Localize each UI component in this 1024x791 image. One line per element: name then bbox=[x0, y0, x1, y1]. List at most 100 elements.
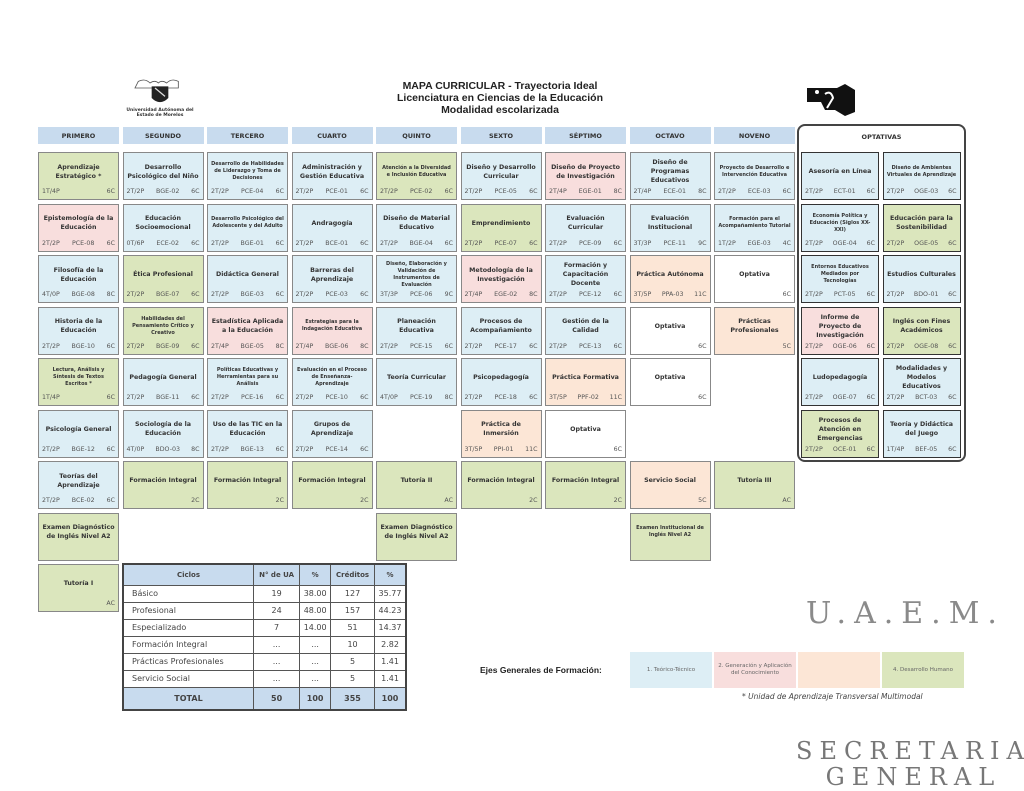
course-card[interactable]: Proyecto de Desarrollo e Intervención Ed… bbox=[714, 152, 795, 200]
course-card[interactable]: Examen Diagnóstico de Inglés Nivel A2 bbox=[376, 512, 457, 561]
course-name: Formación Integral bbox=[129, 477, 197, 484]
course-card[interactable]: Políticas Educativas y Herramientas para… bbox=[207, 358, 288, 406]
course-name: Examen Diagnóstico de Inglés Nivel A2 bbox=[42, 524, 115, 540]
course-code: BGE-12 bbox=[71, 445, 95, 453]
course-card[interactable]: Atención a la Diversidad e Inclusión Edu… bbox=[376, 152, 457, 200]
column-header: % bbox=[299, 563, 332, 586]
course-card[interactable]: Examen Diagnóstico de Inglés Nivel A2 bbox=[38, 512, 119, 561]
course-hours bbox=[549, 497, 614, 506]
course-credits: 6C bbox=[444, 342, 453, 350]
university-name-line1: Universidad Autónoma del bbox=[126, 108, 194, 113]
course-card[interactable]: Lectura, Análisis y Síntesis de Textos E… bbox=[38, 358, 119, 406]
course-card[interactable]: Diseño, Elaboración y Validación de Inst… bbox=[376, 255, 457, 303]
course-credits: AC bbox=[444, 497, 453, 504]
course-name: Procesos de Atención en Emergencias bbox=[817, 416, 863, 442]
course-card[interactable]: Desarrollo Psicológico del Adolescente y… bbox=[207, 203, 288, 252]
course-code: PPA-03 bbox=[661, 291, 684, 298]
course-hours bbox=[42, 549, 115, 558]
course-card[interactable]: Diseño de Ambientes Virtuales de Aprendi… bbox=[882, 152, 961, 200]
course-hours: 2T/2P bbox=[805, 291, 823, 298]
course-card[interactable]: Entornos Educativos Mediados por Tecnolo… bbox=[801, 255, 879, 303]
course-name: Desarrollo de Habilidades de Liderazgo y… bbox=[211, 161, 284, 181]
course-code: BGE-11 bbox=[156, 394, 180, 401]
course-card[interactable]: Formación para el Acompañamiento Tutoria… bbox=[714, 203, 795, 252]
semester-header-6: SEXTO bbox=[460, 127, 542, 144]
course-hours: 2T/2P bbox=[211, 239, 229, 247]
course-card[interactable]: Evaluación en el Proceso de Enseñanza-Ap… bbox=[291, 358, 373, 406]
course-name: Ética Profesional bbox=[133, 271, 193, 278]
course-card[interactable]: Economía Política y Educación (Siglos XX… bbox=[801, 203, 879, 252]
course-hours: 2T/4P bbox=[549, 188, 567, 195]
course-hours: 2T/2P bbox=[42, 342, 60, 350]
course-credits: 6C bbox=[948, 342, 957, 350]
course-card[interactable]: Desarrollo de Habilidades de Liderazgo y… bbox=[207, 152, 288, 200]
course-code: PCE-10 bbox=[325, 394, 348, 401]
course-hours: 3T/3P bbox=[633, 239, 652, 247]
course-card[interactable]: Estrategias para la Indagación Educativa… bbox=[291, 306, 373, 355]
course-card[interactable]: Habilidades del Pensamiento Crítico y Cr… bbox=[122, 306, 204, 355]
course-card[interactable]: Examen Institucional de Inglés Nivel A2 bbox=[629, 512, 711, 561]
